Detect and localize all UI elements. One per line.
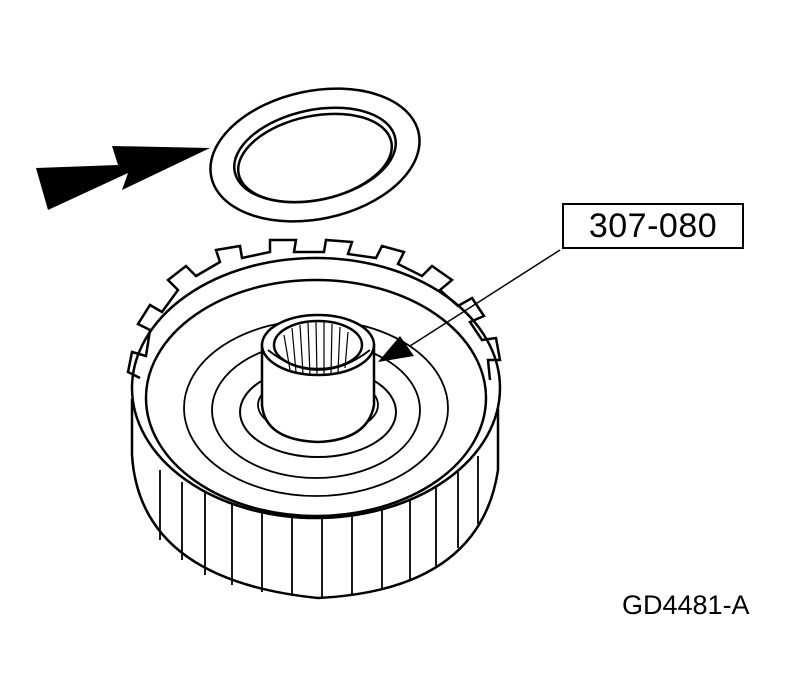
tool-number-callout: 307-080 bbox=[562, 203, 744, 249]
seal-ring bbox=[209, 87, 421, 223]
figure-id: GD4481-A bbox=[622, 590, 750, 620]
clutch-hub bbox=[126, 238, 502, 600]
arrow-right-icon bbox=[36, 146, 210, 210]
arrow-pointer-icon bbox=[378, 249, 561, 362]
